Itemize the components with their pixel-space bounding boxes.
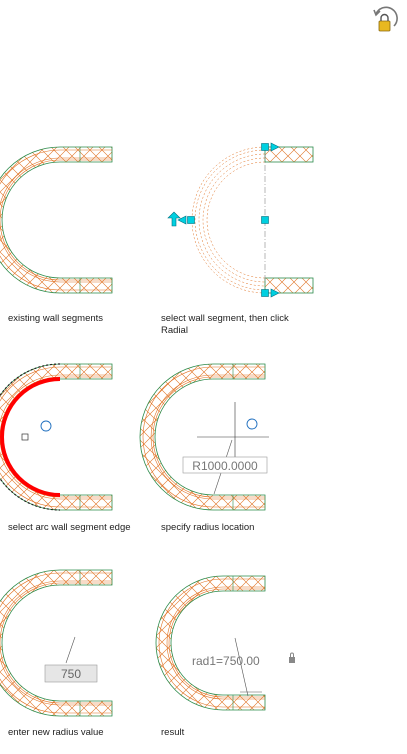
ghost-arc: [194, 149, 266, 291]
component-line: [142, 366, 265, 508]
grip-arrow-icon: [270, 288, 280, 298]
radius-readout: R1000.0000: [192, 459, 258, 473]
panel-select-arc-edge: [0, 363, 113, 511]
component-line: [150, 374, 265, 500]
caption-select-wall-segment: select wall segment, then click Radial: [161, 313, 289, 336]
wall-segment: [155, 575, 266, 711]
pick-box-icon: [21, 433, 29, 441]
radius-input-box: [44, 664, 98, 683]
grip-icon: [261, 143, 269, 151]
ghost-arc: [198, 153, 266, 287]
padlock-icon[interactable]: [370, 4, 400, 38]
component-line: [0, 366, 112, 508]
component-line: [0, 580, 112, 706]
panel-existing-wall-segments: [0, 146, 113, 294]
grip-icon: [187, 216, 195, 224]
component-line: [166, 586, 265, 700]
dimension-leader: [234, 637, 249, 697]
pick-cursor-icon: [246, 418, 258, 430]
wall-segment: [0, 363, 113, 511]
component-line: [0, 149, 112, 291]
grip-arrow-icon: [270, 142, 280, 152]
panel-result: rad1=750.00: [155, 575, 295, 711]
component-line: [152, 376, 265, 498]
radius-readout-box: [182, 456, 268, 474]
ghost-arc: [202, 157, 266, 283]
component-line: [0, 376, 112, 498]
component-line: [0, 159, 112, 281]
grip-arrow-icon: [177, 215, 187, 225]
caption-specify-radius-location: specify radius location: [161, 522, 255, 533]
grip-icon: [261, 289, 269, 297]
result-dimension: rad1=750.00: [192, 654, 260, 668]
ghost-arc: [206, 161, 266, 279]
radius-input: 750: [61, 667, 81, 681]
wall-segment: [0, 146, 113, 294]
wall-segment: [0, 569, 113, 717]
caption-select-arc-edge: select arc wall segment edge: [8, 522, 131, 533]
caption-existing-wall-segments: existing wall segments: [8, 313, 104, 324]
ghost-arc: [191, 146, 266, 294]
radius-leader: [65, 636, 76, 664]
component-line: [158, 578, 265, 708]
pick-cursor-icon: [40, 420, 52, 432]
grip-icon: [261, 216, 269, 224]
component-line: [168, 588, 265, 698]
component-line: [0, 572, 112, 714]
caption-result: result: [161, 727, 185, 738]
caption-enter-new-radius: enter new radius value: [8, 727, 104, 738]
component-line: [0, 582, 112, 704]
panel-enter-radius: 750: [0, 569, 113, 717]
panel-specify-radius: R1000.0000: [139, 363, 269, 511]
component-line: [0, 157, 112, 283]
component-line: [0, 374, 112, 500]
selected-edge: [0, 377, 61, 497]
panel-select-wall-segment: [167, 142, 314, 298]
dimension-lock-icon: [289, 657, 295, 663]
highlight-outer-edge: [0, 363, 61, 511]
wall-segment: [139, 363, 266, 511]
dimension-lock-icon: [290, 652, 294, 657]
grip-arrow-icon: [167, 211, 181, 227]
wall-leg: [264, 277, 314, 294]
